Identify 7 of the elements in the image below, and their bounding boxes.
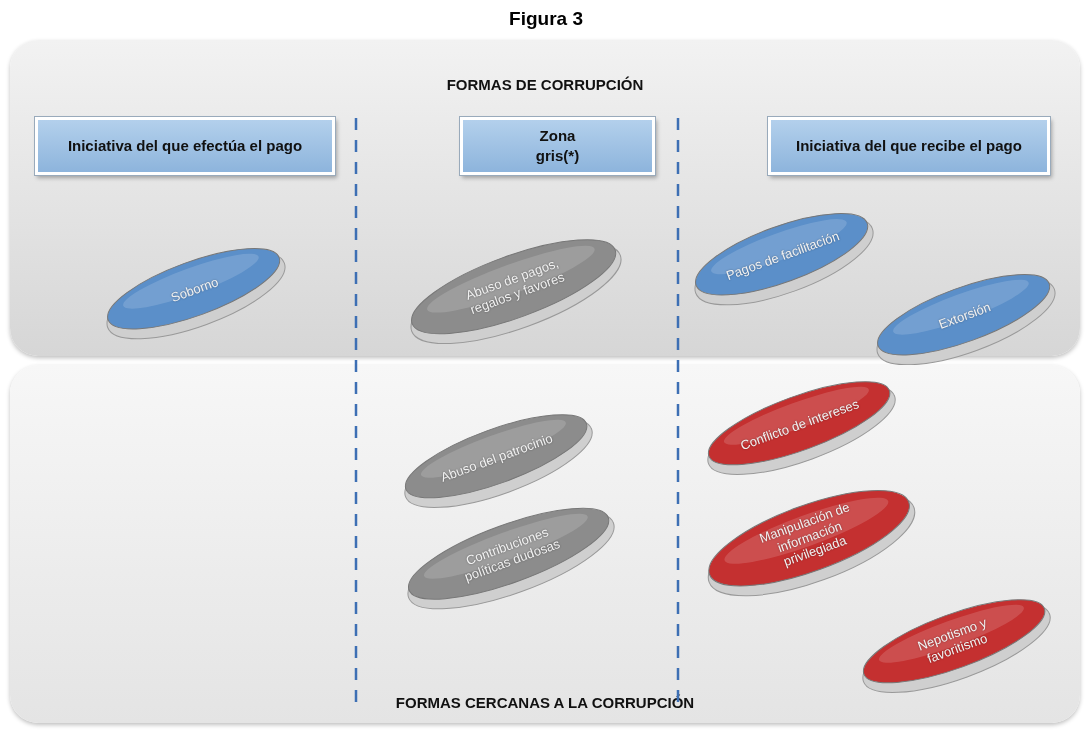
figure-title: Figura 3: [508, 8, 584, 30]
header-box: Zona gris(*): [460, 117, 655, 175]
panel-heading: FORMAS CERCANAS A LA CORRUPCIÓN: [394, 694, 696, 711]
header-box: Iniciativa del que efectúa el pago: [35, 117, 335, 175]
header-box: Iniciativa del que recibe el pago: [768, 117, 1050, 175]
panel: [10, 365, 1080, 723]
panel-heading: FORMAS DE CORRUPCIÓN: [445, 76, 645, 93]
